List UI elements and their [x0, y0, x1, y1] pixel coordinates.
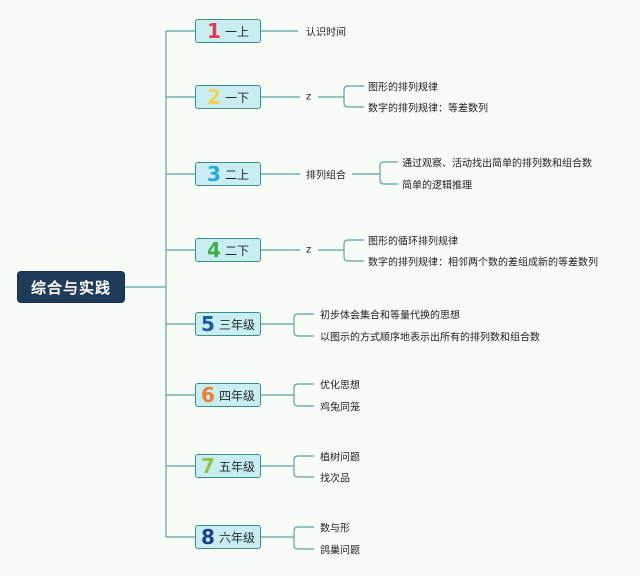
leaf-item[interactable]: 鸡兔同笼 — [320, 402, 360, 414]
grade-label: 四年级 — [218, 388, 255, 403]
leaf-bracket — [293, 455, 314, 478]
grade-label: 一上 — [224, 24, 249, 39]
leaf-item[interactable]: 简单的逻辑推理 — [402, 180, 472, 192]
leaf-item[interactable]: 初步体会集合和等量代换的思想 — [320, 310, 460, 322]
leaf-bracket — [379, 161, 398, 185]
leaf-item[interactable]: 以图示的方式顺序地表示出所有的排列数和组合数 — [320, 332, 540, 344]
grade-label: 六年级 — [218, 530, 255, 545]
leaf-bracket — [293, 383, 314, 407]
grade-label: 一下 — [224, 90, 249, 105]
leaf-item[interactable]: 认识时间 — [306, 27, 346, 39]
grade-number: 1 — [207, 19, 221, 43]
leaf-bracket — [343, 85, 364, 108]
leaf-bracket — [293, 313, 314, 337]
grade-number: 3 — [207, 162, 221, 186]
grade-label: 五年级 — [218, 459, 255, 474]
leaf-item[interactable]: 数与形 — [320, 523, 350, 535]
leaf-item[interactable]: 图形的循环排列规律 — [368, 236, 458, 248]
leaf-item[interactable]: 鸽巢问题 — [320, 545, 360, 557]
grade-number: 5 — [201, 312, 215, 336]
grade-label: 二下 — [224, 243, 249, 258]
leaf-item[interactable]: 优化思想 — [320, 380, 360, 392]
grade-number: 7 — [201, 454, 215, 478]
leaf-bracket — [343, 239, 364, 262]
mid-label: 排列组合 — [306, 170, 346, 182]
root-node[interactable]: 综合与实践 — [18, 272, 124, 302]
root-label: 综合与实践 — [30, 278, 111, 297]
mid-label: z — [306, 91, 312, 103]
leaf-item[interactable]: 图形的排列规律 — [368, 82, 438, 94]
grade-number: 8 — [201, 525, 215, 549]
mid-label: z — [306, 244, 312, 256]
grade-label: 二上 — [224, 167, 249, 182]
leaf-item[interactable]: 数字的排列规律：等差数列 — [368, 103, 488, 115]
leaf-item[interactable]: 数字的排列规律：相邻两个数的差组成新的等差数列 — [368, 257, 598, 269]
grade-number: 2 — [207, 85, 221, 109]
grade-label: 三年级 — [218, 317, 255, 332]
leaf-item[interactable]: 找次品 — [320, 473, 350, 485]
grade-number: 6 — [201, 383, 215, 407]
leaf-item[interactable]: 通过观察、活动找出简单的排列数和组合数 — [402, 158, 592, 170]
leaf-bracket — [293, 526, 314, 550]
leaf-item[interactable]: 植树问题 — [320, 452, 360, 464]
grade-number: 4 — [207, 238, 221, 262]
